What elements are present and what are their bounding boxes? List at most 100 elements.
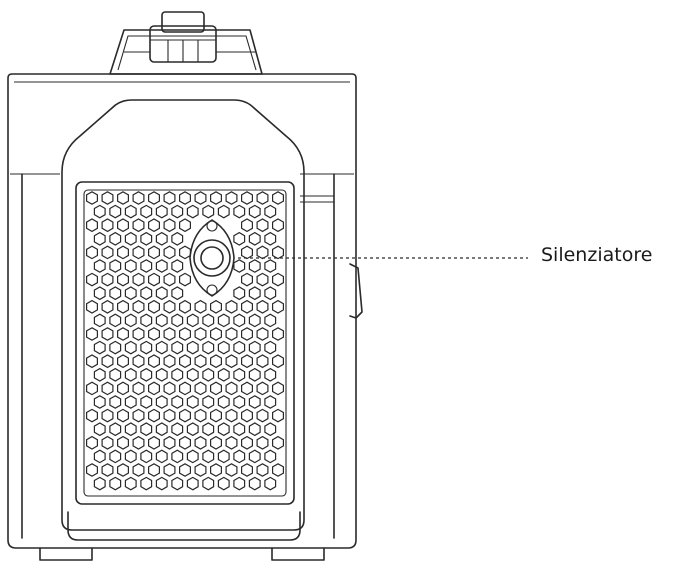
grille-hole bbox=[272, 272, 284, 287]
grille-hole bbox=[233, 422, 246, 437]
grille-hole bbox=[217, 422, 230, 437]
grille-hole bbox=[155, 476, 168, 491]
grille-hole bbox=[124, 340, 137, 355]
grille-hole bbox=[109, 395, 122, 409]
grille-hole bbox=[179, 218, 191, 233]
grille-hole bbox=[93, 286, 106, 301]
grille-hole bbox=[202, 367, 215, 382]
grille-hole bbox=[272, 218, 284, 233]
grille-hole bbox=[241, 299, 253, 314]
grille-hole bbox=[148, 327, 160, 341]
grille-hole bbox=[85, 408, 99, 423]
grille-hole bbox=[272, 463, 284, 477]
grille-hole bbox=[85, 463, 99, 477]
grille-hole bbox=[202, 340, 215, 355]
grille-hole bbox=[202, 313, 215, 328]
grille-hole bbox=[264, 259, 277, 273]
grille-hole bbox=[101, 381, 114, 396]
grille-panel bbox=[75, 181, 295, 505]
grille-hole bbox=[272, 191, 284, 205]
grille-hole bbox=[93, 313, 106, 328]
grille-hole bbox=[272, 327, 284, 341]
grille-hole bbox=[116, 327, 129, 341]
grille-hole bbox=[179, 272, 191, 287]
grille-hole bbox=[85, 327, 99, 341]
grille-hole bbox=[248, 395, 261, 409]
grille-hole bbox=[163, 354, 176, 369]
grille-hole bbox=[116, 191, 129, 205]
grille-hole bbox=[233, 313, 246, 328]
grille-hole bbox=[132, 435, 145, 450]
grille-hole bbox=[101, 299, 114, 314]
grille-hole bbox=[171, 231, 184, 246]
grille-hole bbox=[225, 191, 238, 205]
grille-hole bbox=[272, 435, 284, 450]
grille-hole bbox=[85, 354, 99, 369]
grille-hole bbox=[179, 327, 191, 341]
grille-hole bbox=[85, 299, 99, 314]
grille-hole bbox=[186, 449, 199, 464]
grille-hole bbox=[109, 422, 122, 437]
grille-hole bbox=[171, 313, 184, 328]
grille-hole bbox=[186, 422, 199, 437]
grille-hole bbox=[155, 449, 168, 464]
grille-hole bbox=[171, 204, 184, 219]
grille-hole bbox=[163, 245, 176, 260]
grille-hole bbox=[217, 449, 230, 464]
grille-hole bbox=[101, 218, 114, 233]
grille-hole bbox=[171, 422, 184, 437]
grille-hole bbox=[233, 340, 246, 355]
grille-hole bbox=[148, 191, 160, 205]
grille-hole bbox=[155, 286, 168, 301]
grille-hole bbox=[148, 408, 160, 423]
grille-hole bbox=[233, 476, 246, 491]
grille-hole bbox=[101, 354, 114, 369]
grille-hole bbox=[116, 218, 129, 233]
grille-hole bbox=[171, 259, 184, 273]
grille-hole bbox=[264, 313, 277, 328]
grille-hole bbox=[186, 340, 199, 355]
grille-hole bbox=[248, 422, 261, 437]
grille-hole bbox=[140, 231, 153, 246]
grille-hole bbox=[148, 435, 160, 450]
grille-hole bbox=[179, 191, 191, 205]
grille-hole bbox=[256, 435, 269, 450]
grille-hole bbox=[241, 218, 253, 233]
grille-hole bbox=[140, 286, 153, 301]
grille-hole bbox=[217, 313, 230, 328]
grille-hole bbox=[155, 313, 168, 328]
grille-hole bbox=[241, 245, 253, 260]
grille-hole bbox=[116, 381, 129, 396]
grille-hole bbox=[194, 354, 207, 369]
grille-hole bbox=[202, 395, 215, 409]
grille-hole bbox=[233, 286, 246, 301]
grille-hole bbox=[101, 272, 114, 287]
grille-hole bbox=[225, 463, 238, 477]
grille-hole bbox=[210, 435, 222, 450]
grille-hole bbox=[132, 272, 145, 287]
grille-hole bbox=[155, 395, 168, 409]
grille-hole bbox=[241, 463, 253, 477]
grille-hole bbox=[101, 435, 114, 450]
grille-hole bbox=[116, 299, 129, 314]
grille-hole bbox=[256, 354, 269, 369]
grille-hole bbox=[264, 204, 277, 219]
grille-hole bbox=[132, 381, 145, 396]
grille-hole bbox=[124, 231, 137, 246]
grille-hole bbox=[163, 381, 176, 396]
grille-hole bbox=[241, 381, 253, 396]
grille-hole bbox=[264, 476, 277, 491]
grille-hole bbox=[248, 259, 261, 273]
grille-hole bbox=[210, 381, 222, 396]
grille-hole bbox=[171, 395, 184, 409]
grille-hole bbox=[194, 191, 207, 205]
grille-hole bbox=[93, 204, 106, 219]
grille-hole bbox=[217, 476, 230, 491]
grille-hole bbox=[233, 449, 246, 464]
grille-hole bbox=[194, 381, 207, 396]
grille-hole bbox=[116, 408, 129, 423]
grille-hole bbox=[248, 204, 261, 219]
grille-hole bbox=[163, 218, 176, 233]
grille-hole bbox=[93, 367, 106, 382]
grille-hole bbox=[140, 367, 153, 382]
